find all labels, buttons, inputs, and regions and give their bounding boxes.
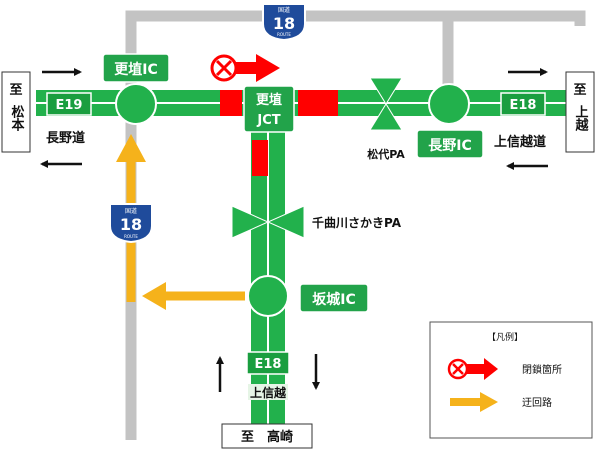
svg-text:ROUTE: ROUTE [124,234,138,239]
svg-text:国道: 国道 [278,6,290,14]
svg-text:更埴IC: 更埴IC [114,61,157,78]
svg-text:国道: 国道 [125,207,137,215]
svg-text:至: 至 [573,83,586,98]
route-name-nagano-do: 長野道 [46,130,85,146]
svg-text:至: 至 [9,83,22,98]
route-name-joshinetsu: 上信越 [250,385,287,400]
dest-west-place: 松本 [9,104,25,132]
closure-segments [220,90,338,176]
svg-text:長野IC: 長野IC [428,138,471,154]
matsushiro-pa-icon [369,77,403,131]
nagano-ic-label: 長野IC [416,129,484,159]
svg-text:坂城IC: 坂城IC [312,291,355,308]
route-box-e19: E19 [46,92,92,116]
svg-text:至 高崎: 至 高崎 [241,429,293,445]
route-box-e18-east: E18 [500,92,546,116]
legend-closure-label: 閉鎖箇所 [522,363,562,376]
route-18-shield-top: 国道 18 ROUTE [262,3,306,42]
chikumagawa-pa-label: 千曲川さかきPA [312,215,402,230]
legend-closure-icon [447,358,498,380]
legend: 【凡例】 閉鎖箇所 迂回路 [429,321,593,439]
sakaki-ic-label: 坂城IC [299,283,369,313]
koshoku-jct-label: 更埴 JCT [243,85,295,133]
closure-marker [210,54,280,82]
koshoku-ic-label: 更埴IC [102,53,170,83]
legend-detour-icon [450,392,498,412]
direction-arrows [40,68,548,392]
detour-route [116,134,245,310]
svg-text:18: 18 [120,215,142,234]
svg-text:E18: E18 [255,357,282,372]
svg-text:JCT: JCT [256,113,280,128]
sakaki-ic-circle [247,275,289,317]
route-box-e18-south: E18 [246,351,290,375]
destination-south: 至 高崎 [221,423,313,449]
dest-east-place: 上越 [573,105,590,132]
legend-detour-label: 迂回路 [522,396,552,409]
destination-west: 至 松本 [1,71,31,153]
matsushiro-pa-label: 松代PA [367,147,405,161]
koshoku-ic-circle [115,83,157,125]
svg-text:E18: E18 [510,98,537,113]
svg-text:ROUTE: ROUTE [277,32,291,37]
route-name-joshinetsu-do: 上信越道 [494,134,546,150]
svg-text:18: 18 [273,14,295,33]
nagano-ic-circle [428,83,470,125]
svg-text:更埴: 更埴 [256,92,282,108]
chikumagawa-pa-icon [231,205,305,239]
route-18-shield-left: 国道 18 ROUTE [109,203,153,244]
svg-text:【凡例】: 【凡例】 [487,331,523,343]
svg-text:E19: E19 [56,98,83,113]
destination-east: 至 上越 [565,71,595,153]
